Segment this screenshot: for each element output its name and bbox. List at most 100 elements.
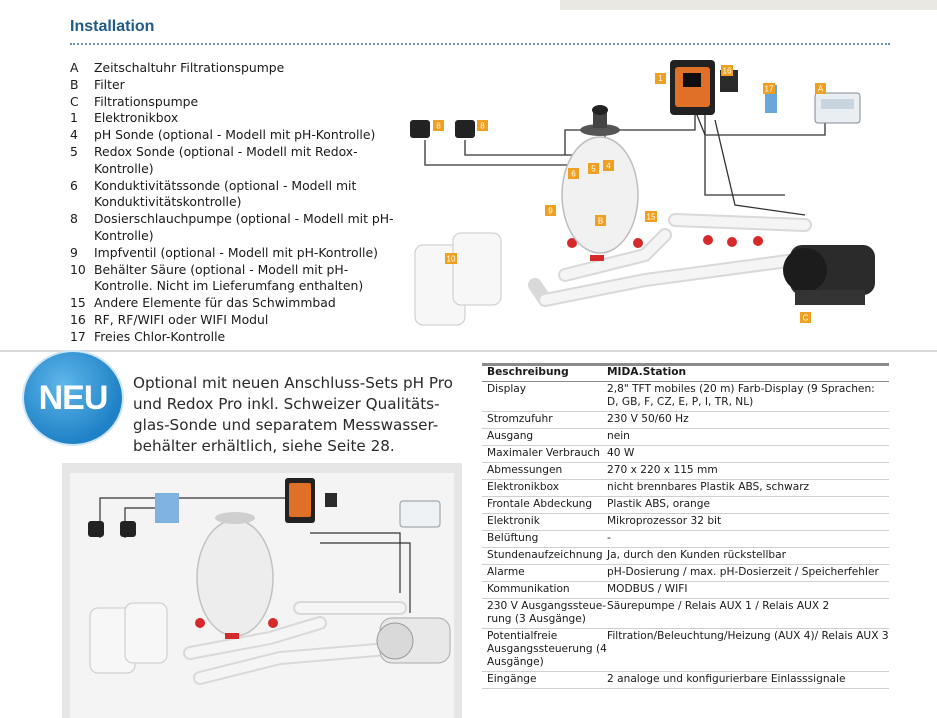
legend-key: A [70, 60, 79, 75]
spec-value: Ja, durch den Kunden rückstellbar [607, 549, 786, 561]
diagram-label-6 [568, 168, 579, 179]
spec-label: Frontale Abdeckung [487, 498, 593, 510]
spec-value: 2 analoge und konfigurierbare Einlasssig… [607, 673, 846, 685]
spec-value: nicht brennbares Plastik ABS, schwarz [607, 481, 810, 493]
spec-header-row: Beschreibung MIDA.Station [482, 365, 889, 382]
spec-header-value: MIDA.Station [607, 366, 687, 378]
spec-value: 40 W [607, 447, 635, 459]
neu-description: Optional mit neuen Anschluss-Sets pH Pro… [133, 374, 453, 455]
installation-diagram: 1 16 17 A 8 8 6 5 4 9 B 15 10 C [410, 60, 875, 326]
diagram-label-6-text: 6 [571, 170, 576, 179]
diagram-label-1-text: 1 [658, 74, 663, 83]
legend-key: 8 [70, 211, 78, 227]
legend-key: 15 [70, 295, 86, 311]
spec-value: 2,8" TFT mobiles (20 m) Farb-Display (9 … [607, 383, 875, 408]
spec-label: Kommunikation [487, 583, 570, 595]
diagram-label-10 [445, 253, 457, 264]
spec-value: Filtration/Beleuchtung/Heizung (AUX 4)/ … [607, 630, 889, 642]
spec-header-label: Beschreibung [487, 366, 569, 378]
spec-value: 230 V 50/60 Hz [607, 413, 689, 425]
diagram-label-B [595, 215, 606, 226]
legend-key: 6 [70, 177, 78, 193]
legend-text: Zeitschaltuhr Filtrationspumpe [94, 60, 285, 75]
diagram-label-A [815, 83, 826, 94]
spec-label: Stromzufuhr [487, 413, 553, 425]
diagram-label-C-text: C [803, 314, 809, 323]
legend-key: 9 [70, 244, 78, 260]
spec-row: Alarme pH-Dosierung / max. pH-Dosierzeit … [482, 565, 889, 582]
diagram-label-1 [655, 73, 666, 84]
diagram-label-8a-text: 8 [436, 122, 441, 131]
spec-table-top-rule [482, 363, 889, 366]
legend-text: Elektronikbox [94, 110, 179, 126]
spec-label: Abmessungen [487, 464, 563, 476]
neu-badge: NEU [24, 352, 122, 444]
diagram-label-C [800, 312, 811, 323]
spec-label: Belüftung [487, 532, 539, 544]
legend-text: Behälter Säure (optional - Modell mit pH… [94, 261, 364, 294]
top-image-strip [560, 0, 937, 10]
diagram-label-A-text: A [818, 85, 824, 94]
spec-label: Elektronikbox [487, 481, 559, 493]
spec-row: 230 V Ausgangssteue-rung (3 Ausgänge)Säu… [482, 599, 889, 629]
legend-text: Impfventil (optional - Modell mit pH-Kon… [94, 244, 378, 260]
legend-text: RF, RF/WIFI oder WIFI Modul [94, 311, 269, 327]
spec-value: pH-Dosierung / max. pH-Dosierzeit / Spei… [607, 566, 879, 578]
spec-row: Ausgang nein [482, 429, 889, 446]
title-divider [70, 43, 890, 45]
legend-item: B Filter [70, 77, 405, 94]
spec-value: Säurepumpe / Relais AUX 1 / Relais AUX 2 [607, 600, 830, 612]
spec-row: Kommunikation MODBUS / WIFI [482, 582, 889, 599]
diagram-label-15-text: 15 [647, 213, 656, 222]
spec-label: Ausgang [487, 430, 534, 442]
spec-label: Alarme [487, 566, 525, 578]
spec-row: Maximaler Verbrauch 40 W [482, 446, 889, 463]
spec-label: Maximaler Verbrauch [487, 447, 600, 459]
spec-label: Elektronik [487, 515, 540, 527]
legend-key: 5 [70, 143, 78, 159]
diagram-label-B-text: B [598, 217, 603, 226]
spec-row: Elektronikbox nicht brennbares Plastik AB… [482, 480, 889, 497]
legend-key: 16 [70, 311, 86, 327]
diagram-label-10-text: 10 [447, 255, 456, 264]
diagram-label-8b-text: 8 [480, 122, 485, 131]
legend-key: B [70, 76, 79, 92]
spec-label: Eingänge [487, 673, 537, 685]
spec-value: MODBUS / WIFI [607, 583, 688, 595]
spec-value: nein [607, 430, 630, 442]
legend-item: 15 Andere Elemente für das Schwimmbad [70, 295, 405, 312]
diagram-label-5 [588, 163, 599, 174]
diagram-label-17-text: 17 [765, 85, 774, 94]
legend-item: 17 Freies Chlor-Kontrolle [70, 329, 405, 346]
legend-text: Freies Chlor-Kontrolle [94, 328, 226, 344]
diagram-label-4-text: 4 [606, 162, 611, 171]
diagram-label-9-text: 9 [548, 207, 553, 216]
section-title: Installation [70, 18, 155, 35]
diagram-label-8b [477, 120, 488, 131]
spec-row: Stromzufuhr 230 V 50/60 Hz [482, 412, 889, 429]
spec-row: Abmessungen 270 x 220 x 115 mm [482, 463, 889, 480]
diagram-label-9 [545, 205, 556, 216]
spec-label: Potentialfreie Ausgangssteuerung (4 Ausg… [487, 630, 607, 668]
legend-text: Andere Elemente für das Schwimmbad [94, 295, 336, 311]
spec-value: - [607, 532, 611, 544]
legend-text: Filtrationspumpe [94, 93, 199, 109]
legend-item: 16 RF, RF/WIFI oder WIFI Modul [70, 312, 405, 329]
legend-text: Filter [94, 76, 125, 92]
spec-label: 230 V Ausgangssteue-rung (3 Ausgänge) [487, 600, 607, 625]
legend-key: 17 [70, 328, 86, 344]
legend-key: 4 [70, 127, 78, 143]
neu-diagram-panel [62, 463, 462, 718]
spec-value: 270 x 220 x 115 mm [607, 464, 718, 476]
legend-item: 9 Impfventil (optional - Modell mit pH-Ko… [70, 245, 405, 262]
